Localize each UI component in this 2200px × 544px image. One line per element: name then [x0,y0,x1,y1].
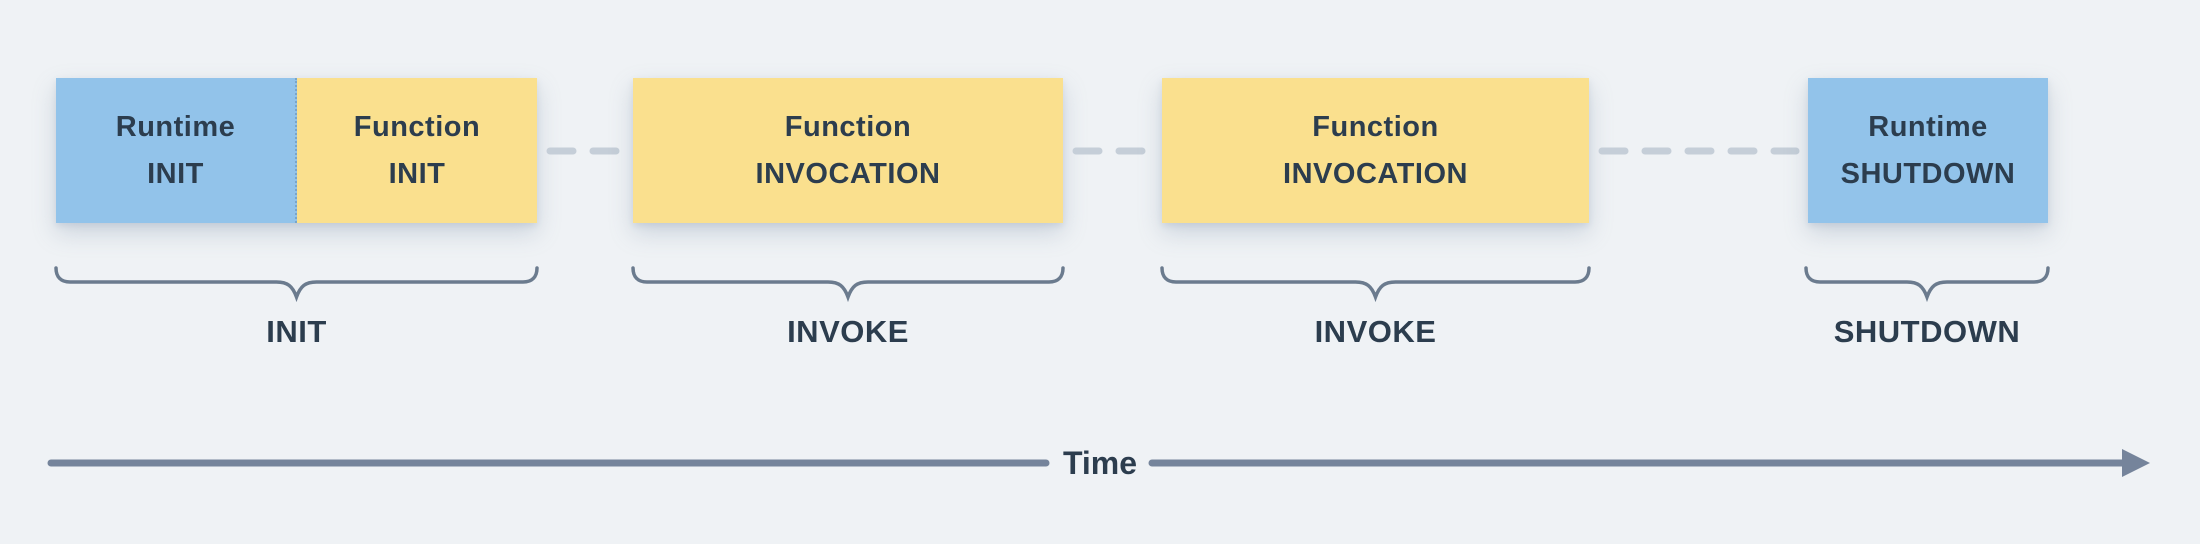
function-invocation1-line2: INVOCATION [755,157,941,190]
function-invocation2-line1: Function [1312,110,1439,143]
arrowhead-icon [2122,449,2150,477]
phase-invoke1-box-group: Function INVOCATION [633,78,1063,223]
runtime-init-line1: Runtime [115,110,236,143]
function-init-line2: INIT [388,157,446,190]
function-init-box: Function INIT [297,78,537,223]
phase-shutdown-box-group: Runtime SHUTDOWN [1808,78,2048,223]
function-invocation1-line1: Function [784,110,912,143]
time-axis-arrow [47,449,2150,477]
dashed-connector-3 [1598,147,1800,155]
function-invocation-box-1: Function INVOCATION [633,78,1063,223]
phase-label-invoke-2: INVOKE [1314,314,1437,349]
function-invocation-box-2: Function INVOCATION [1162,78,1589,223]
phase-label-invoke-1: INVOKE [787,314,909,349]
time-axis-label: Time [1062,445,1138,481]
dashed-connector-2 [1072,147,1154,155]
phase-invoke2-box-group: Function INVOCATION [1162,78,1589,223]
phase-init-box-group: Runtime INIT Function INIT [56,78,537,223]
runtime-shutdown-box: Runtime SHUTDOWN [1808,78,2048,223]
invoke1-brace [631,266,1065,303]
runtime-shutdown-line1: Runtime [1868,110,1988,143]
function-init-line1: Function [353,110,481,143]
invoke2-brace [1160,266,1591,303]
phase-label-shutdown: SHUTDOWN [1833,314,2021,349]
runtime-init-line2: INIT [147,157,204,190]
init-brace [54,266,539,303]
runtime-shutdown-line2: SHUTDOWN [1840,157,2016,190]
phase-label-init: INIT [266,314,327,349]
runtime-init-box: Runtime INIT [56,78,297,223]
dashed-connector-1 [546,147,634,155]
shutdown-brace [1804,266,2050,303]
function-invocation2-line2: INVOCATION [1283,157,1468,190]
